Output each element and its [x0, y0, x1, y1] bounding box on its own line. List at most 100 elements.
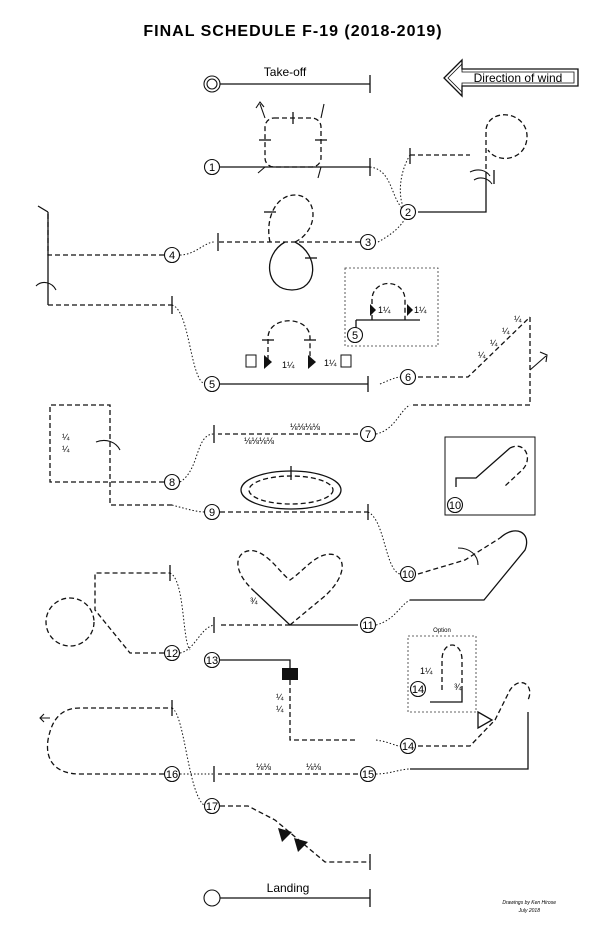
m13-block [282, 668, 298, 680]
m2-roll-arrows [469, 169, 493, 185]
m9-transition [171, 504, 206, 513]
m17-entry [171, 707, 206, 807]
maneuver-number-8: 8 [169, 477, 175, 489]
m2-loop [485, 114, 528, 177]
maneuver-10-inset [444, 436, 536, 516]
m14-snap [477, 710, 494, 730]
maneuver-circle-16 [163, 765, 181, 783]
maneuver-number-17: 17 [206, 801, 218, 813]
m13-line [220, 659, 291, 672]
maneuver-11: ¾ [213, 550, 411, 633]
m16-loop [46, 707, 172, 775]
m12-exit [169, 572, 191, 651]
inset-circle-5 [346, 326, 364, 344]
maneuver-circle-7 [359, 425, 377, 443]
maneuver-number-16: 16 [166, 769, 178, 781]
m6-frac-3: ¼ [502, 326, 510, 336]
m16-arrow [39, 713, 50, 723]
m8-frac-a: ¼ [62, 432, 70, 442]
m5-snap-right [308, 355, 316, 369]
maneuver-number-7: 7 [365, 429, 371, 441]
maneuver-circle-5 [203, 375, 221, 393]
maneuver-number-13: 13 [206, 655, 218, 667]
m1-transition [369, 166, 409, 213]
m5-opt-frac-a: 1¼ [378, 305, 391, 315]
credit-line-2: July 2018 [518, 908, 541, 914]
maneuver-number-4: 4 [169, 250, 175, 262]
m1-square-loop [264, 117, 322, 168]
m5-opt-snap-l [370, 304, 376, 316]
maneuver-circle-12 [163, 644, 181, 662]
maneuver-number-6: 6 [405, 372, 411, 384]
m15-frac-a: ⅛⅛ [256, 762, 272, 772]
m9-ellipse-inner [248, 475, 334, 505]
m4-vertical [37, 205, 49, 305]
maneuver-13: ¼ ¼ [220, 659, 401, 747]
m15-frac-b: ⅛⅛ [306, 762, 322, 772]
inset-number-14: 14 [412, 684, 424, 696]
maneuver-9 [171, 466, 369, 520]
maneuver-circle-11 [359, 616, 377, 634]
inset-circle-10 [446, 496, 464, 514]
m15-transition [375, 768, 411, 775]
m8-frac-b: ¼ [62, 444, 70, 454]
m12-transition [179, 624, 215, 654]
maneuver-circle-1 [203, 158, 221, 176]
wind-arrow: Direction of wind [443, 58, 579, 98]
m6-frac-2: ¼ [490, 338, 498, 348]
maneuver-circle-4 [163, 246, 181, 264]
inset-number-5: 5 [352, 330, 358, 342]
m5-entry [171, 304, 206, 385]
maneuver-circle-13 [203, 651, 221, 669]
maneuver-number-11: 11 [362, 620, 373, 632]
m5-frac-a: 1¼ [282, 360, 295, 370]
m6-line [418, 316, 531, 378]
maneuver-number-2: 2 [405, 207, 411, 219]
maneuver-circle-14 [399, 737, 417, 755]
m6-arrow [529, 351, 548, 371]
maneuver-circle-6 [399, 368, 417, 386]
maneuver-10 [367, 511, 528, 601]
m5-flag-left [245, 354, 257, 368]
m1-arrow-down [257, 166, 266, 174]
m10-solid [410, 530, 528, 601]
m6-frac-4: ¼ [514, 314, 522, 324]
maneuver-number-5: 5 [209, 379, 215, 391]
maneuver-circle-9 [203, 503, 221, 521]
m4-arrow [35, 281, 57, 291]
schedule-title: FINAL SCHEDULE F-19 (2018-2019) [143, 23, 442, 40]
maneuver-12 [45, 565, 215, 654]
maneuver-number-3: 3 [365, 237, 371, 249]
wind-arrow-shape [443, 58, 579, 98]
m1-arrow-up [255, 101, 266, 119]
landing-group: Landing [203, 881, 371, 907]
maneuver-circle-17 [203, 797, 221, 815]
m17-snap-1 [278, 828, 292, 842]
m2-entry [399, 154, 411, 213]
maneuver-number-12: 12 [166, 648, 178, 660]
m8-transition [179, 433, 215, 483]
m10-inset-box [444, 436, 536, 516]
m5-option-box [344, 267, 439, 347]
m4-transition [179, 241, 215, 256]
maneuver-8: ¼ ¼ [49, 404, 215, 506]
m12-circle [45, 597, 95, 647]
maneuver-number-1: 1 [209, 162, 215, 174]
m14-option-label: Option [433, 628, 451, 634]
m15-right-solid [410, 712, 529, 770]
m13-frac-b: ¼ [276, 704, 284, 714]
takeoff-inner-circle [206, 78, 218, 90]
maneuver-3 [217, 194, 409, 291]
m10-entry [367, 511, 401, 575]
maneuver-circle-3 [359, 233, 377, 251]
m5-snap-left [264, 355, 272, 369]
m5-opt-frac-b: 1¼ [414, 305, 427, 315]
m14-opt-frac-b: ¾ [454, 682, 462, 692]
maneuver-circle-8 [163, 473, 181, 491]
m13-frac-a: ¼ [276, 692, 284, 702]
m1-arrow-right [320, 103, 325, 119]
inset-circle-14 [409, 680, 427, 698]
